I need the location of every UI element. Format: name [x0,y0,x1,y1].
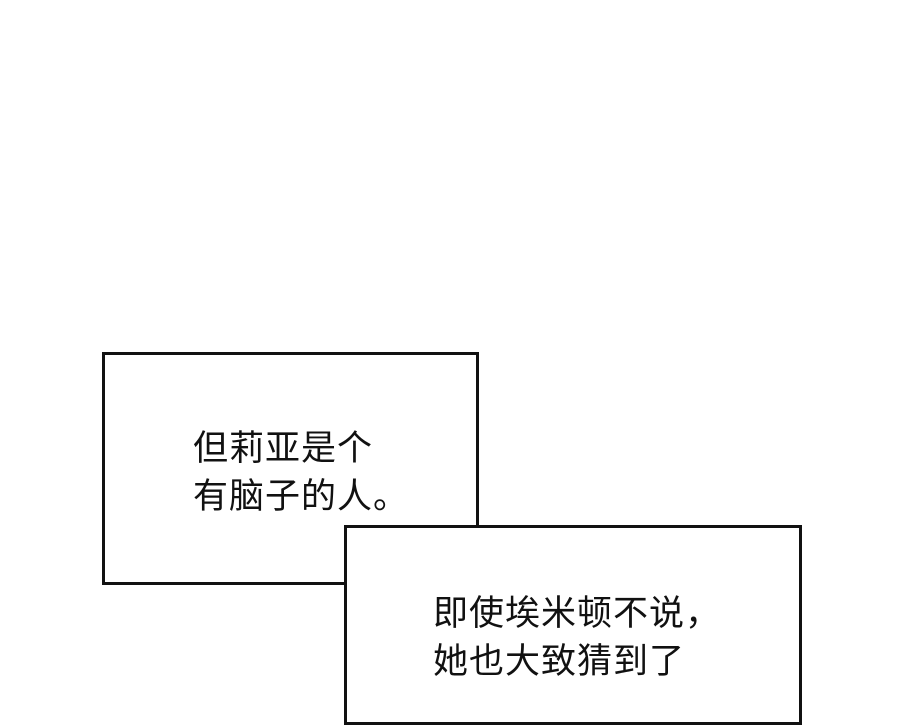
caption-1-line-2: 有脑子的人。 [193,477,410,517]
caption-2-line-1: 即使埃米顿不说， [433,594,722,634]
caption-box-2: 即使埃米顿不说， 她也大致猜到了 [344,525,802,725]
caption-text-2: 即使埃米顿不说， 她也大致猜到了 [433,590,721,686]
caption-2-line-2: 她也大致猜到了 [433,642,686,682]
caption-text-1: 但莉亚是个 有脑子的人。 [193,425,409,521]
caption-1-line-1: 但莉亚是个 [193,429,374,469]
caption-box-1: 但莉亚是个 有脑子的人。 [102,352,479,585]
